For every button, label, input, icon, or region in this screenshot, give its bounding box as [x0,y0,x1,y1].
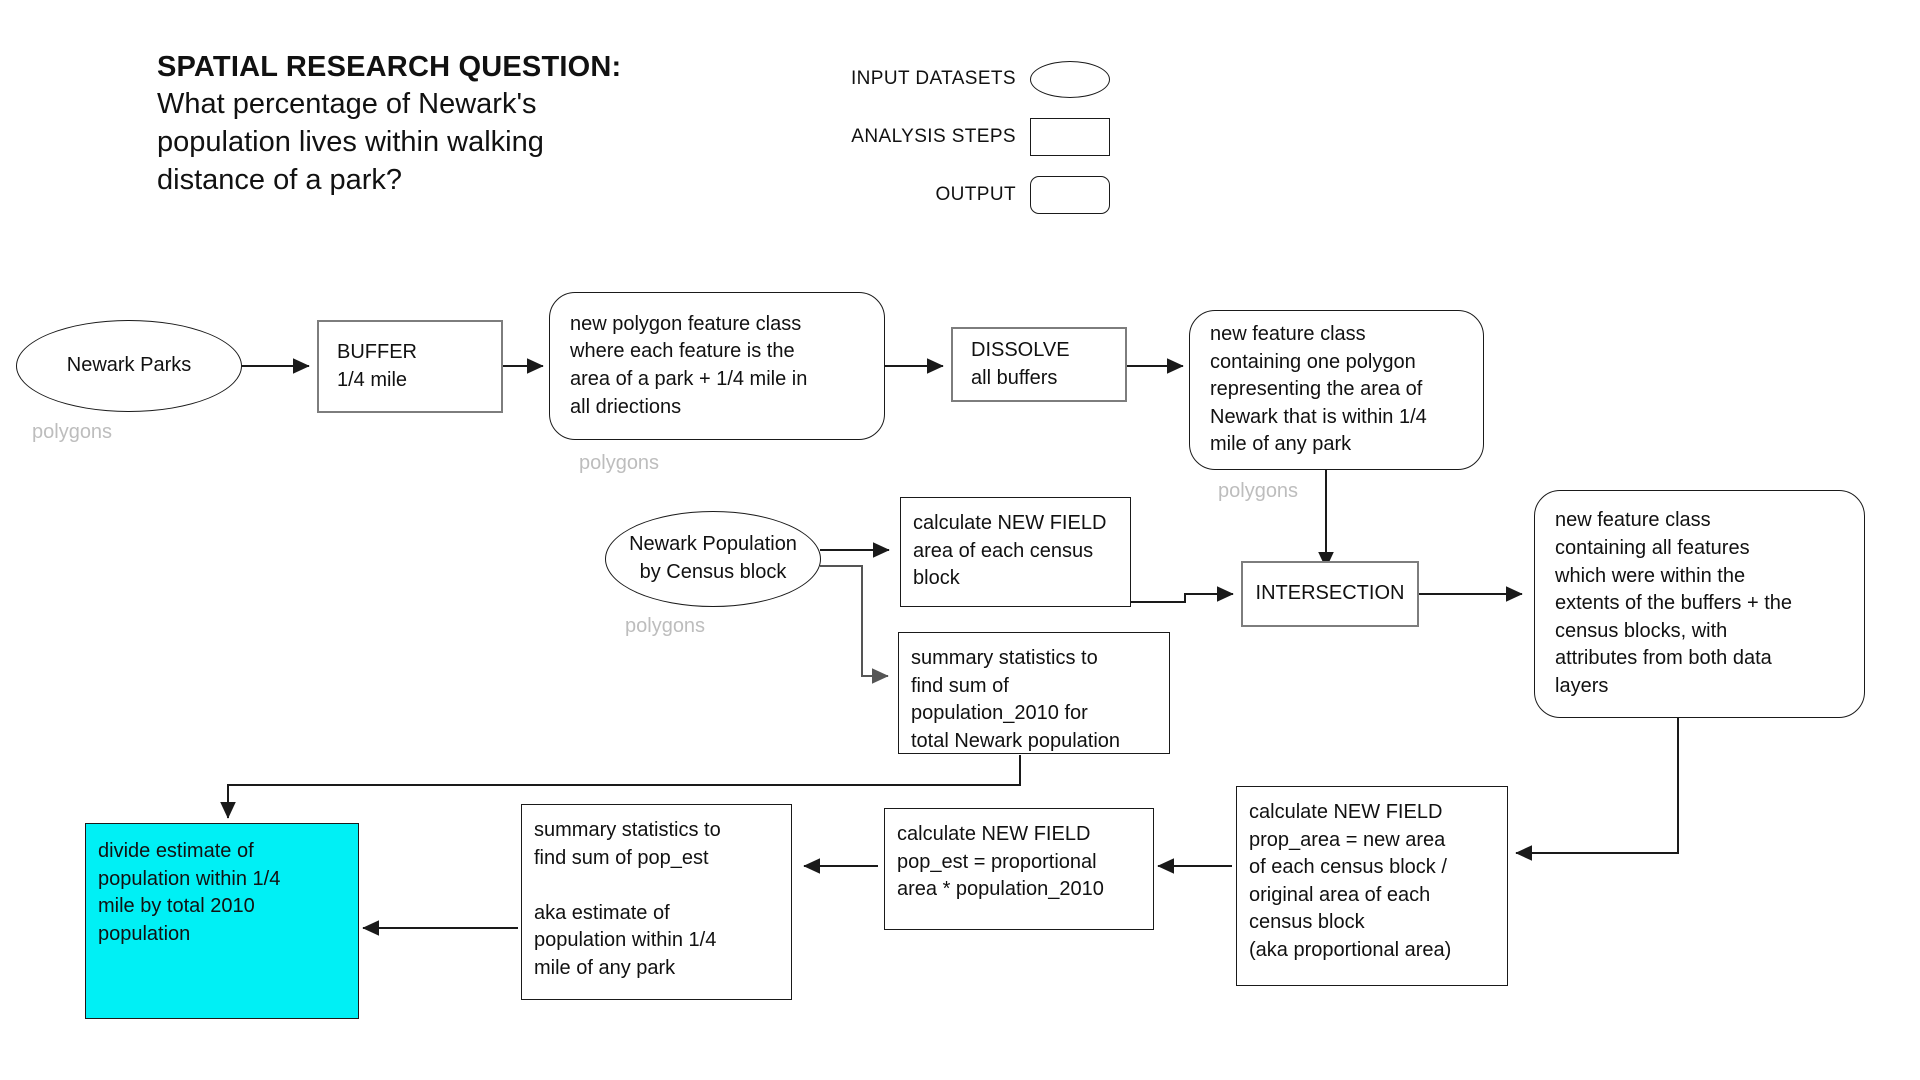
node-intersection-output-label: new feature class containing all feature… [1555,509,1793,697]
node-dissolve[interactable]: DISSOLVE all buffers [951,327,1127,402]
legend-item-output: OUTPUT [800,166,1110,224]
node-summary-total-population-label: summary statistics to find sum of popula… [911,647,1121,752]
node-intersection-output[interactable]: new feature class containing all feature… [1534,490,1865,718]
geom-label-newark-population: polygons [625,615,706,637]
page-title: SPATIAL RESEARCH QUESTION: [157,51,622,83]
node-calculate-pop-est[interactable]: calculate NEW FIELD pop_est = proportion… [884,808,1154,930]
node-newark-population[interactable]: Newark Population by Census block [605,511,821,607]
node-calculate-area[interactable]: calculate NEW FIELD area of each census … [900,497,1131,607]
node-intersection[interactable]: INTERSECTION [1241,561,1419,627]
node-summary-total-population[interactable]: summary statistics to find sum of popula… [898,632,1170,754]
node-newark-population-label: Newark Population by Census block [629,533,797,583]
legend-label-analysis-steps: ANALYSIS STEPS [851,126,1016,147]
node-newark-parks[interactable]: Newark Parks [16,320,242,412]
ellipse-shape-icon [1030,60,1110,98]
node-summary-pop-est[interactable]: summary statistics to find sum of pop_es… [521,804,792,1000]
node-summary-pop-est-label: summary statistics to find sum of pop_es… [534,819,721,979]
node-dissolve-label: DISSOLVE all buffers [971,338,1070,389]
node-final-output-label: divide estimate of population within 1/4… [98,840,281,945]
node-buffer-output-label: new polygon feature class where each fea… [570,312,808,418]
legend-label-input-datasets: INPUT DATASETS [850,68,1016,89]
legend: INPUT DATASETS ANALYSIS STEPS OUTPUT [800,50,1110,224]
geom-label-newark-parks: polygons [32,421,113,443]
legend-label-output: OUTPUT [935,184,1016,205]
node-calculate-pop-est-label: calculate NEW FIELD pop_est = proportion… [897,823,1104,901]
node-dissolve-output-label: new feature class containing one polygon… [1210,323,1427,456]
question-line-2: population lives within walking [157,125,544,158]
node-buffer[interactable]: BUFFER 1/4 mile [317,320,503,413]
node-final-output[interactable]: divide estimate of population within 1/4… [85,823,359,1019]
node-calculate-prop-area[interactable]: calculate NEW FIELD prop_area = new area… [1236,786,1508,986]
node-calculate-prop-area-label: calculate NEW FIELD prop_area = new area… [1249,801,1452,961]
node-calculate-area-label: calculate NEW FIELD area of each census … [913,512,1107,590]
node-newark-parks-label: Newark Parks [66,354,192,377]
research-question-block: SPATIAL RESEARCH QUESTION: What percenta… [157,48,777,199]
rounded-rectangle-shape-icon [1030,176,1110,214]
geom-label-dissolve-output: polygons [1218,480,1299,502]
rectangle-shape-icon [1030,118,1110,156]
question-line-3: distance of a park? [157,163,403,196]
node-buffer-output[interactable]: new polygon feature class where each fea… [549,292,885,440]
node-buffer-label: BUFFER 1/4 mile [337,340,417,391]
legend-item-analysis-steps: ANALYSIS STEPS [800,108,1110,166]
node-intersection-label: INTERSECTION [1255,582,1405,605]
question-line-1: What percentage of Newark's [157,88,537,121]
node-dissolve-output[interactable]: new feature class containing one polygon… [1189,310,1484,470]
geom-label-buffer-output: polygons [579,452,660,474]
legend-item-input-datasets: INPUT DATASETS [800,50,1110,108]
